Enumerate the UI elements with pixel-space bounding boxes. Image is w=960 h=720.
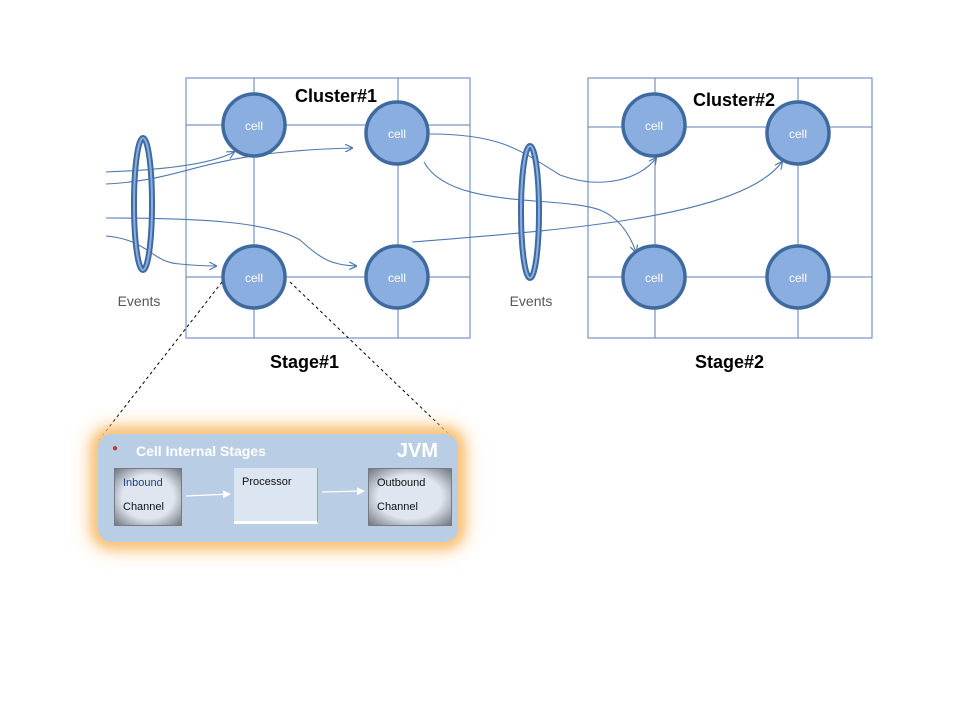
cell-label: cell: [388, 127, 406, 141]
flow-arrow: [105, 148, 352, 185]
jvm-panel: ● Cell Internal Stages JVM Inbound Chann…: [98, 434, 458, 542]
bullet-icon: ●: [112, 443, 119, 454]
cell-node: cell: [364, 244, 430, 310]
zoom-line-right: [289, 281, 456, 441]
cluster2-cells: cell cell cell cell: [621, 92, 831, 310]
cell-label: cell: [789, 271, 807, 285]
flow-arrow: [105, 152, 234, 173]
outbound-channel-label: Channel: [377, 501, 418, 513]
event-flows: [105, 133, 782, 266]
cell-label: cell: [245, 271, 263, 285]
events-label: Events: [510, 293, 553, 309]
cell-label: cell: [789, 127, 807, 141]
jvm-arrows: [185, 487, 365, 499]
flow-arrow: [423, 161, 636, 252]
events-label: Events: [118, 293, 161, 309]
outbound-channel-box: Outbound Channel: [368, 468, 452, 526]
stage1-title: Stage#1: [270, 352, 339, 372]
cluster1-title: Cluster#1: [295, 86, 377, 106]
cell-label: cell: [645, 271, 663, 285]
stage2-title: Stage#2: [695, 352, 764, 372]
cell-node: cell: [621, 92, 687, 158]
flow-arrow: [105, 235, 216, 266]
processor-box: Processor: [234, 468, 318, 524]
cell-label: cell: [388, 271, 406, 285]
cluster1-cells: cell cell cell cell: [221, 92, 430, 310]
events-ring-1: [131, 135, 155, 273]
inbound-channel-box: Inbound Channel: [114, 468, 182, 526]
flow-arrow: [105, 217, 356, 266]
inbound-label: Inbound: [123, 477, 163, 489]
jvm-label: JVM: [396, 440, 438, 462]
cell-node: cell: [621, 244, 687, 310]
flow-arrow: [411, 162, 782, 243]
cluster2-title: Cluster#2: [693, 90, 775, 110]
cell-node: cell: [221, 244, 287, 310]
cell-node: cell: [221, 92, 287, 158]
processor-label: Processor: [242, 476, 292, 488]
cell-label: cell: [645, 119, 663, 133]
jvm-heading: Cell Internal Stages: [136, 443, 266, 459]
flow-arrow: [429, 133, 656, 183]
events-ring-2: [518, 143, 542, 281]
arrow-processor-to-outbound: [321, 487, 365, 496]
arrow-inbound-to-processor: [185, 490, 231, 499]
cell-node: cell: [364, 100, 430, 166]
inbound-channel-label: Channel: [123, 501, 164, 513]
outbound-label: Outbound: [377, 477, 426, 489]
cell-node: cell: [765, 100, 831, 166]
cell-label: cell: [245, 119, 263, 133]
cell-node: cell: [765, 244, 831, 310]
